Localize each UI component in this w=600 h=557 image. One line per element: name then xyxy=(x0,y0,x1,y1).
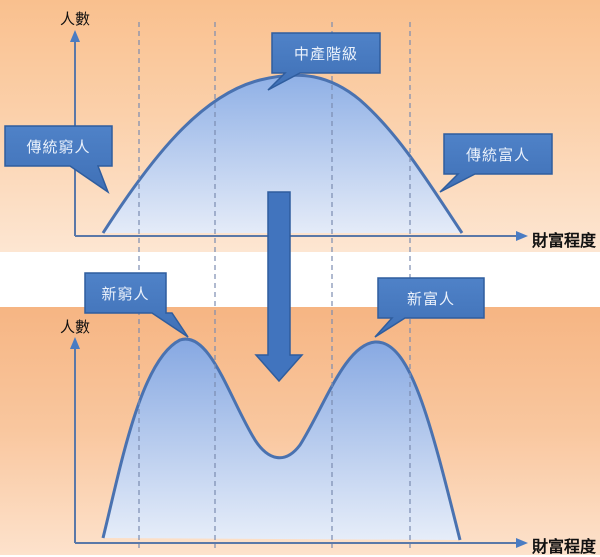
bimodal-distribution-curve xyxy=(103,339,460,540)
callout-middle-class: 中產階級 xyxy=(293,45,358,63)
down-arrow-icon xyxy=(254,191,304,383)
bottom-x-axis-label: 財富程度 xyxy=(532,537,597,556)
callout-traditional-poor: 傳統窮人 xyxy=(26,138,91,156)
callout-traditional-rich: 傳統富人 xyxy=(465,146,530,164)
callout-new-rich-shape xyxy=(374,277,485,338)
bottom-chart xyxy=(70,337,528,548)
callout-traditional-poor-shape xyxy=(4,125,113,194)
top-x-axis-label: 財富程度 xyxy=(532,231,597,250)
y-axis-arrow-icon xyxy=(70,30,80,42)
bottom-y-axis-label: 人數 xyxy=(60,318,91,336)
x-axis-arrow-icon xyxy=(516,231,528,241)
top-y-axis-label: 人數 xyxy=(60,10,91,28)
callout-new-rich: 新富人 xyxy=(406,290,455,308)
y-axis-bottom-arrow-icon xyxy=(70,337,80,349)
callout-traditional-rich-shape xyxy=(439,133,553,193)
top-chart xyxy=(70,30,528,241)
normal-distribution-curve xyxy=(103,75,462,234)
callout-new-poor: 新窮人 xyxy=(101,285,150,303)
x-axis-bottom-arrow-icon xyxy=(516,538,528,548)
normal-distribution-curve-outline xyxy=(101,73,464,234)
callout-middle-class-shape xyxy=(267,32,381,91)
bimodal-distribution-curve-outline xyxy=(101,337,462,541)
callout-new-poor-shape xyxy=(84,272,189,338)
